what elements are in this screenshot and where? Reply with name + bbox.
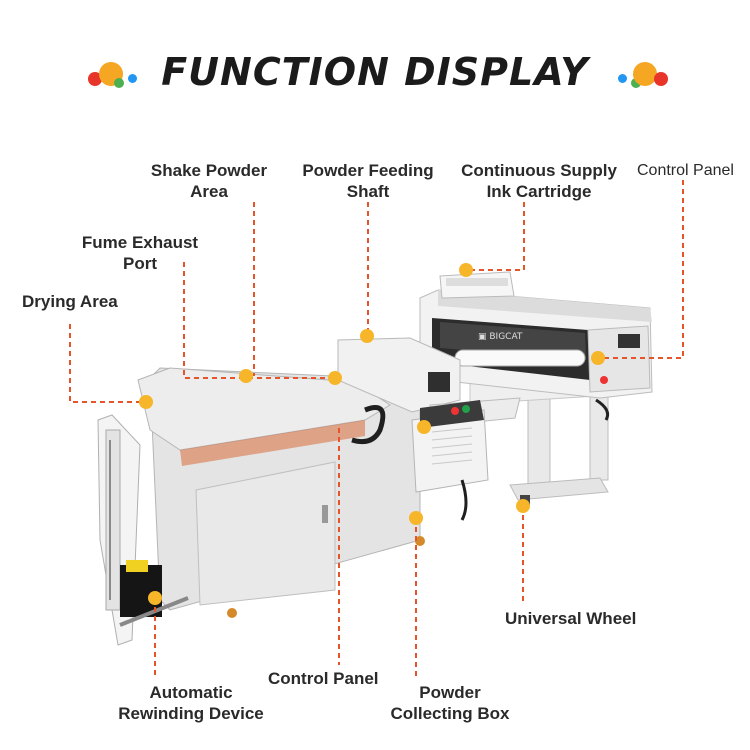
decorative-dots-left [86,60,146,96]
label-shake-powder-area: Shake Powder Area [150,161,268,201]
rewinder-unit [97,414,189,646]
label-control-panel-bottom: Control Panel [268,669,379,688]
marker-shake-powder [239,369,253,383]
marker-feeding-shaft [360,329,374,343]
leader-lines [69,180,684,677]
label-drying-area: Drying Area [22,292,118,311]
marker-fume-exhaust [328,371,342,385]
svg-text:▣ BIGCAT: ▣ BIGCAT [478,332,523,342]
marker-control-panel-top [591,351,605,365]
markers [139,263,605,605]
marker-ink-cartridge [459,263,473,277]
marker-control-panel-bottom [417,420,431,434]
label-control-panel-top: Control Panel [637,162,734,179]
label-universal-wheel: Universal Wheel [505,609,637,628]
label-powder-collecting-box: Powder Collecting Box [390,683,510,723]
label-fume-exhaust-port: Fume Exhaust Port [81,233,199,273]
label-powder-feeding-shaft: Powder Feeding Shaft [302,161,434,201]
label-continuous-supply: Continuous Supply Ink Cartridge [461,161,617,201]
label-automatic-rewinding: Automatic Rewinding Device [118,683,264,723]
powder-shaker-unit [137,337,521,618]
printer-unit: ▣ BIGCAT [419,271,653,505]
marker-drying-area [139,395,153,409]
decorative-dots-right [614,60,674,96]
marker-collecting-box [409,511,423,525]
marker-rewinding [148,591,162,605]
page-title: FUNCTION DISPLAY [161,50,589,94]
marker-universal-wheel [516,499,530,513]
